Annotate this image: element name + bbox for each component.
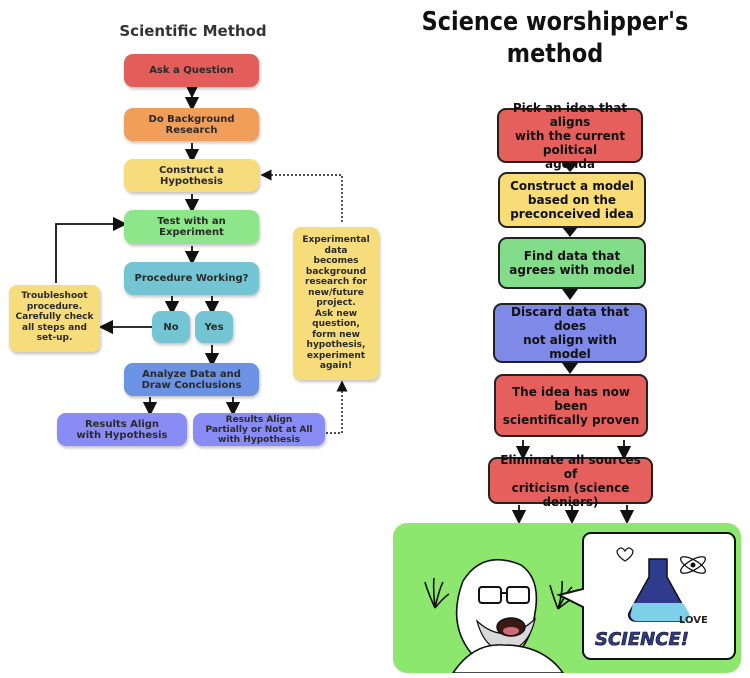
left-hand-icon [424,577,450,609]
arrow-r3-r4 [562,289,578,300]
love-text: LOVE [679,615,708,626]
results-partial-box: Results Align Partially or Not at All wi… [193,413,325,446]
feedback-box: Experimental data becomes background res… [293,227,379,380]
glasses-icon [478,586,502,604]
arrow-r4-r5 [562,363,578,374]
dotted-feedback-hypothesis [260,169,343,222]
construct-model-box: Construct a model based on the preconcei… [498,172,646,228]
yes-box: Yes [195,311,233,343]
hypothesis-box: Construct a Hypothesis [124,159,259,192]
experiment-box: Test with an Experiment [124,210,259,244]
ask-question-box: Ask a Question [124,54,259,87]
heart-icon [616,547,634,562]
atom-icon [679,556,707,574]
find-data-box: Find data that agrees with model [498,237,646,289]
right-diagram-title: Science worshipper's method [421,7,689,69]
no-box: No [152,311,190,343]
procedure-working-box: Procedure Working? [124,262,259,295]
arrow-troubleshoot-test [55,216,128,283]
meme-panel: LOVE SCIENCE! [393,523,741,673]
arrow-r2-r3 [562,227,578,237]
science-text: SCIENCE! [595,629,689,650]
arrow-r1-r2 [562,163,578,172]
background-research-box: Do Background Research [124,108,259,141]
wojak-illustration: LOVE SCIENCE! [424,532,736,673]
eliminate-criticism-box: Eliminate all sources of criticism (scie… [488,453,653,509]
troubleshoot-box: Troubleshoot procedure. Carefully check … [9,285,100,352]
discard-data-box: Discard data that does not align with mo… [493,303,647,363]
analyze-data-box: Analyze Data and Draw Conclusions [124,363,259,396]
pick-idea-box: Pick an idea that aligns with the curren… [497,101,643,171]
dotted-partial-feedback [326,380,348,434]
wojak-body-icon [452,644,564,673]
idea-proven-box: The idea has now been scientifically pro… [494,374,648,437]
left-diagram-title: Scientific Method [119,22,267,40]
results-align-box: Results Align with Hypothesis [57,413,187,446]
